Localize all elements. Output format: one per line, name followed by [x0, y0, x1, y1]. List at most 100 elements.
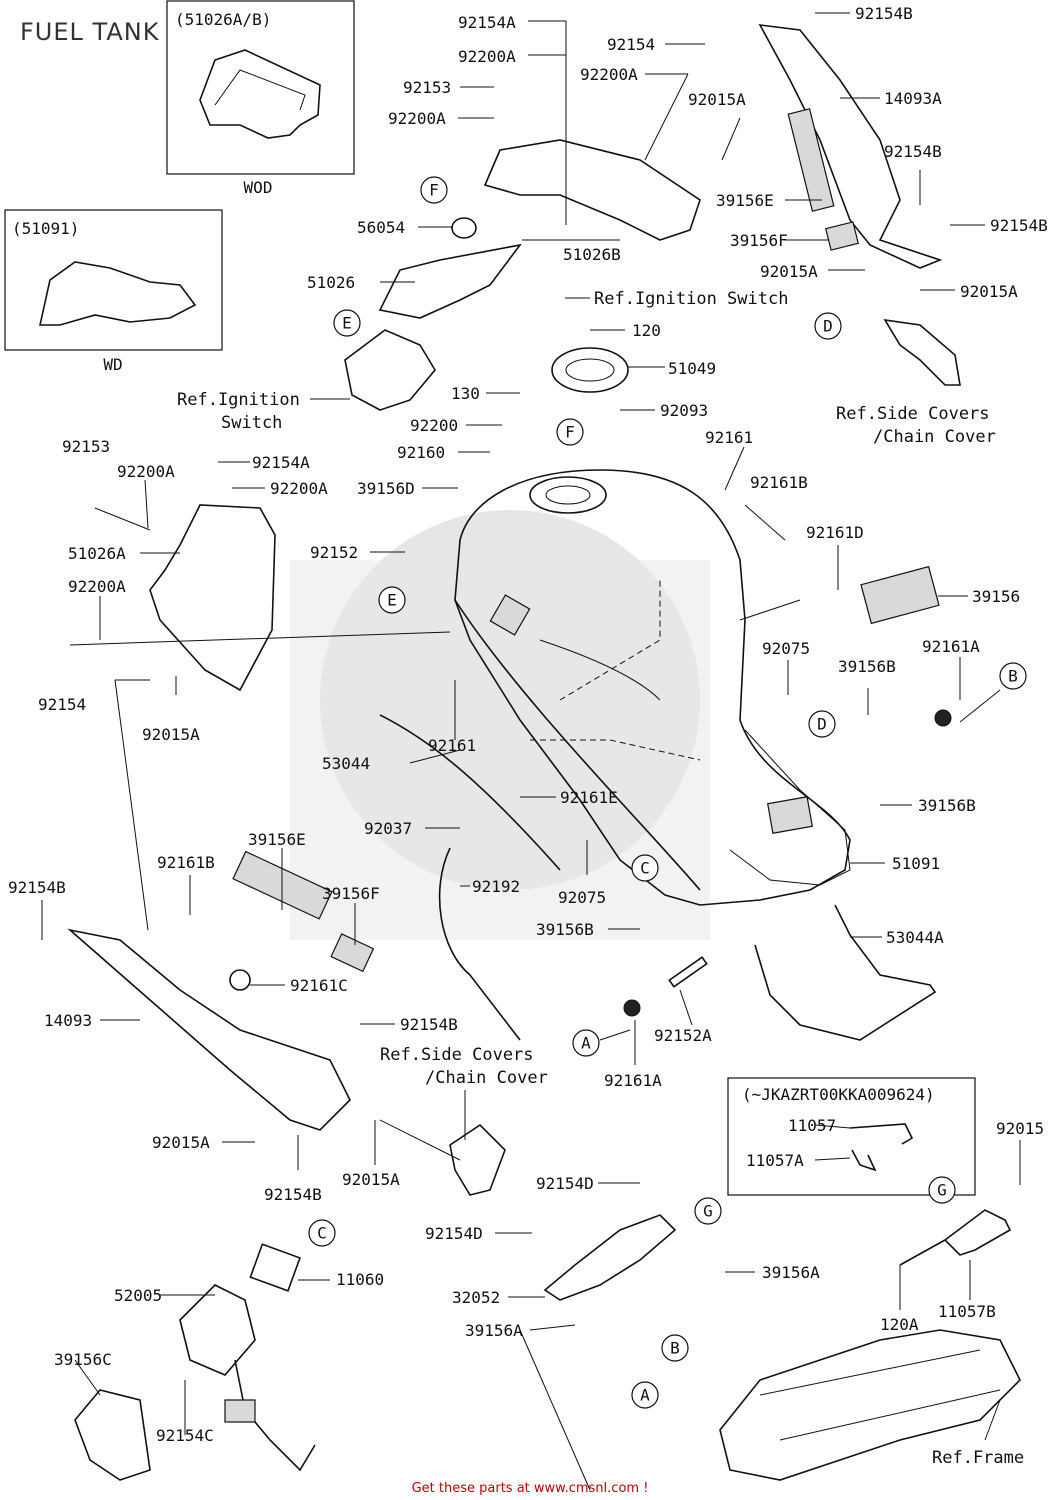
- part-label: 92153: [403, 78, 451, 97]
- fuel-tank-body: [454, 469, 851, 906]
- wod-variant-box: (51026A/B) WOD: [166, 0, 355, 197]
- ref-ignition-left-1: Ref.Ignition: [177, 390, 300, 410]
- wd-code: (51091): [12, 219, 79, 238]
- part-label: 92154B: [8, 878, 66, 897]
- part-label: 39156B: [536, 920, 594, 939]
- part-label: 39156F: [322, 884, 380, 903]
- part-label: 92200A: [117, 462, 175, 481]
- part-label: 92153: [62, 437, 110, 456]
- part-label: 14093: [44, 1011, 92, 1030]
- part-label: 92154B: [990, 216, 1048, 235]
- svg-text:A: A: [640, 1386, 650, 1405]
- ref-side-covers-right-1: Ref.Side Covers: [836, 404, 990, 424]
- side-cover-14093: [67, 928, 351, 1131]
- cover-51091: [729, 729, 851, 886]
- pad-39156E-top: [787, 108, 835, 212]
- part-label: 11060: [336, 1270, 384, 1289]
- hose-92192: [438, 847, 521, 1041]
- part-label: 92154B: [264, 1185, 322, 1204]
- svg-text:B: B: [1008, 667, 1018, 686]
- rubber-53044: [379, 714, 561, 871]
- part-label: 56054: [357, 218, 405, 237]
- part-label: 92015A: [760, 262, 818, 281]
- part-label: 120A: [880, 1315, 919, 1334]
- part-label: 53044: [322, 754, 370, 773]
- part-label: 92015A: [688, 90, 746, 109]
- frame-ref: [719, 1329, 1021, 1481]
- svg-text:D: D: [817, 715, 827, 734]
- pad-39156F-top: [825, 221, 859, 251]
- wod-caption: WOD: [244, 178, 273, 197]
- part-label: 92152: [310, 543, 358, 562]
- part-label: 51026A: [68, 544, 126, 563]
- part-label: 92192: [472, 877, 520, 896]
- part-label: 11057B: [938, 1302, 996, 1321]
- svg-text:C: C: [317, 1224, 327, 1243]
- part-label: 92154B: [884, 142, 942, 161]
- ref-ignition-left-2: Switch: [221, 413, 282, 433]
- part-label: 92161: [428, 736, 476, 755]
- ref-frame: Ref.Frame: [932, 1448, 1024, 1468]
- callout-B-2: B: [661, 1334, 689, 1362]
- part-label: 39156A: [762, 1263, 820, 1282]
- bracket-11057B: [943, 1209, 1012, 1256]
- part-label: 51026: [307, 273, 355, 292]
- diagram-title: FUEL TANK: [20, 18, 160, 46]
- part-label: 92200A: [388, 109, 446, 128]
- svg-text:G: G: [937, 1181, 947, 1200]
- part-label: 92200A: [270, 479, 328, 498]
- side-cover-14093A: [758, 24, 943, 269]
- callout-A-1: A: [572, 1029, 600, 1057]
- part-label: 92161E: [560, 788, 618, 807]
- part-label: 92154: [607, 35, 655, 54]
- part-label: 92200: [410, 416, 458, 435]
- cover-51026B: [483, 139, 701, 241]
- part-label: 39156B: [838, 657, 896, 676]
- svg-text:G: G: [703, 1202, 713, 1221]
- part-label: 92154B: [855, 4, 913, 23]
- ring-56054: [451, 217, 477, 239]
- part-label: 92015: [996, 1119, 1044, 1138]
- pad-39156: [860, 565, 940, 625]
- svg-text:F: F: [565, 423, 575, 442]
- part-label: 39156B: [918, 796, 976, 815]
- svg-text:A: A: [581, 1034, 591, 1053]
- part-label: 51091: [892, 854, 940, 873]
- part-label: 92154B: [400, 1015, 458, 1034]
- part-label: 32052: [452, 1288, 500, 1307]
- footer-link[interactable]: Get these parts at www.cmsnl.com !: [412, 1481, 649, 1496]
- svg-text:E: E: [387, 591, 397, 610]
- part-label: 11057: [788, 1116, 836, 1135]
- ignition-bracket: [344, 329, 436, 411]
- part-label: 92015A: [960, 282, 1018, 301]
- part-label: 92154: [38, 695, 86, 714]
- fuel-cap-51049: [551, 347, 629, 393]
- part-label: 120: [632, 321, 661, 340]
- part-label: 11057A: [746, 1151, 804, 1170]
- part-label: 92015A: [342, 1170, 400, 1189]
- part-label: 92093: [660, 401, 708, 420]
- bracket-32052: [543, 1214, 677, 1301]
- collar-92152A: [668, 956, 708, 988]
- ref-side-covers-bottom-1: Ref.Side Covers: [380, 1045, 534, 1065]
- wd-variant-box: (51091) WD: [4, 209, 223, 374]
- part-label: 92154D: [536, 1174, 594, 1193]
- callout-E-1: E: [333, 309, 361, 337]
- callout-D-1: D: [814, 312, 842, 340]
- part-label: 92015A: [142, 725, 200, 744]
- part-label: 39156A: [465, 1321, 523, 1340]
- part-label: 39156E: [716, 191, 774, 210]
- callouts: F F E E D D B B C C A A G G: [308, 176, 1027, 1409]
- leader-lines: [41, 12, 1021, 1491]
- callout-G-2: G: [928, 1176, 956, 1204]
- part-label: 14093A: [884, 89, 942, 108]
- fuel-pump-52005: [179, 1243, 316, 1472]
- rubber-53044A: [754, 904, 937, 1041]
- cover-51026: [378, 243, 522, 319]
- part-label: 92154A: [458, 13, 516, 32]
- cover-39156C: [74, 1389, 151, 1481]
- callout-C-1: C: [631, 854, 659, 882]
- callout-C-2: C: [308, 1219, 336, 1247]
- part-label: 92161B: [750, 473, 808, 492]
- callout-F-2: F: [556, 418, 584, 446]
